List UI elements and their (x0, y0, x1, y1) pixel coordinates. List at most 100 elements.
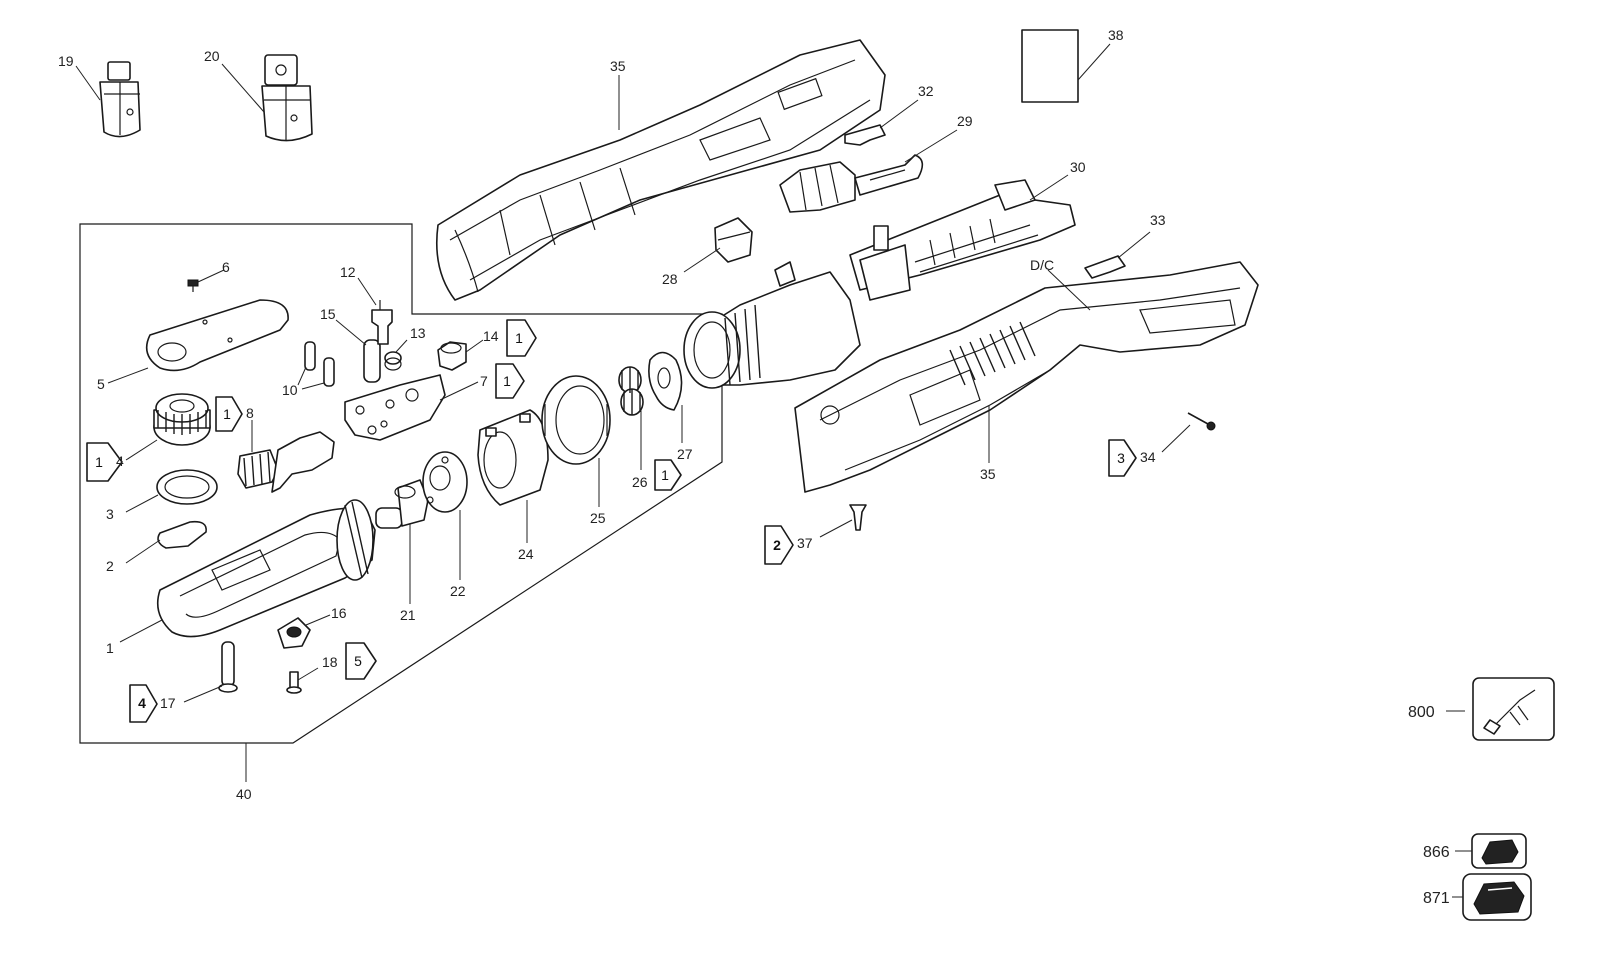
callout-16: 16 (331, 605, 347, 621)
part-22-planet-carrier (422, 451, 468, 513)
callout-7: 7 (480, 373, 488, 389)
part-27-thrust-washer (648, 351, 683, 411)
part-37-screw (849, 504, 867, 531)
part-38-label (1021, 29, 1079, 103)
part-32-clip (844, 124, 886, 146)
note-flag-f27-label: 1 (661, 467, 669, 483)
part-2-gasket (157, 520, 207, 549)
part-25-locking-ring (541, 375, 611, 465)
accessory-871 (1452, 873, 1532, 921)
callout-20: 20 (204, 48, 220, 64)
part-8-pawl (237, 431, 335, 493)
callout-35b: 35 (980, 466, 996, 482)
part-34-screw (1187, 412, 1216, 431)
callout-26: 26 (632, 474, 648, 490)
note-flag-f14: 1 (506, 319, 537, 357)
battery-pack-large-icon (1473, 881, 1525, 915)
callout-8: 8 (246, 405, 254, 421)
note-flag-f7-label: 1 (503, 373, 511, 389)
tool-accessory-icon (1483, 689, 1536, 735)
callout-28: 28 (662, 271, 678, 287)
callout-27: 27 (677, 446, 693, 462)
part-13-spring (384, 351, 402, 371)
callout-32: 32 (918, 83, 934, 99)
callout-22: 22 (450, 583, 466, 599)
kit-boundary-40 (79, 223, 723, 744)
note-flag-f7: 1 (495, 363, 525, 399)
callout-3: 3 (106, 506, 114, 522)
callout-18: 18 (322, 654, 338, 670)
callout-24: 24 (518, 546, 534, 562)
part-14-nut (437, 341, 467, 371)
note-flag-f14-label: 1 (515, 330, 523, 346)
callout-6: 6 (222, 259, 230, 275)
part-33-clip (1084, 255, 1126, 279)
part-10-pins (304, 341, 335, 387)
callout-21: 21 (400, 607, 416, 623)
part-17-pivot-pin (218, 641, 238, 693)
note-flag-f8-label: 1 (223, 406, 231, 422)
callout-40: 40 (236, 786, 252, 802)
note-flag-f27: 1 (654, 459, 682, 491)
callout-871: 871 (1423, 890, 1450, 907)
callout-4: 4 (116, 453, 124, 469)
part-15-pin (363, 339, 381, 383)
accessory-866 (1455, 833, 1527, 869)
part-20-drive-adapter (261, 54, 313, 142)
callout-25: 25 (590, 510, 606, 526)
part-12-detent-pin (371, 300, 393, 345)
part-3-washer (156, 469, 218, 505)
callout-800: 800 (1408, 704, 1435, 721)
part-26-planet-gears (618, 366, 644, 416)
accessory-800 (1446, 677, 1555, 741)
note-flag-f17: 4 (129, 684, 158, 723)
note-flag-f34: 3 (1108, 439, 1137, 477)
part-24-ring-gear (477, 409, 549, 506)
callout-2: 2 (106, 558, 114, 574)
callout-29: 29 (957, 113, 973, 129)
part-7-pawl-bracket (344, 374, 446, 441)
callout-35a: 35 (610, 58, 626, 74)
callout-19: 19 (58, 53, 74, 69)
part-35-housing-bottom (794, 261, 1259, 493)
note-flag-f37: 2 (764, 525, 794, 565)
callout-17: 17 (160, 695, 176, 711)
note-flag-f4: 1 (86, 442, 123, 482)
note-flag-f8: 1 (215, 396, 243, 432)
callout-38: 38 (1108, 27, 1124, 43)
part-1-head-housing (156, 499, 376, 638)
note-flag-f17-label: 4 (138, 695, 146, 711)
callout-12: 12 (340, 264, 356, 280)
note-flag-f4-label: 1 (95, 454, 103, 470)
part-21-drive-shaft (375, 479, 429, 529)
callout-30: 30 (1070, 159, 1086, 175)
part-35-housing-top (435, 39, 886, 301)
callout-866: 866 (1423, 844, 1450, 861)
callout-14: 14 (483, 328, 499, 344)
part-29-trigger (779, 154, 924, 213)
callout-5: 5 (97, 376, 105, 392)
callout-1: 1 (106, 640, 114, 656)
part-28-switch-block (714, 217, 753, 263)
callout-dc: D/C (1030, 257, 1054, 273)
callout-15: 15 (320, 306, 336, 322)
part-5-cover-plate (145, 299, 289, 372)
motor-assembly (683, 261, 861, 389)
part-4-selector-dial (153, 393, 211, 446)
part-19-drive-adapter (99, 61, 141, 138)
note-flag-f18-label: 5 (354, 653, 362, 669)
callout-13: 13 (410, 325, 426, 341)
callout-34: 34 (1140, 449, 1156, 465)
note-flag-f37-label: 2 (773, 537, 781, 553)
part-16-retainer (277, 617, 311, 649)
part-6-screw (187, 279, 199, 292)
battery-pack-small-icon (1481, 839, 1519, 865)
callout-33: 33 (1150, 212, 1166, 228)
callout-10: 10 (282, 382, 298, 398)
part-30-switch-assembly (849, 179, 1076, 301)
part-18-screw (286, 671, 302, 694)
note-flag-f18: 5 (345, 642, 377, 680)
callout-37: 37 (797, 535, 813, 551)
note-flag-f34-label: 3 (1117, 450, 1125, 466)
